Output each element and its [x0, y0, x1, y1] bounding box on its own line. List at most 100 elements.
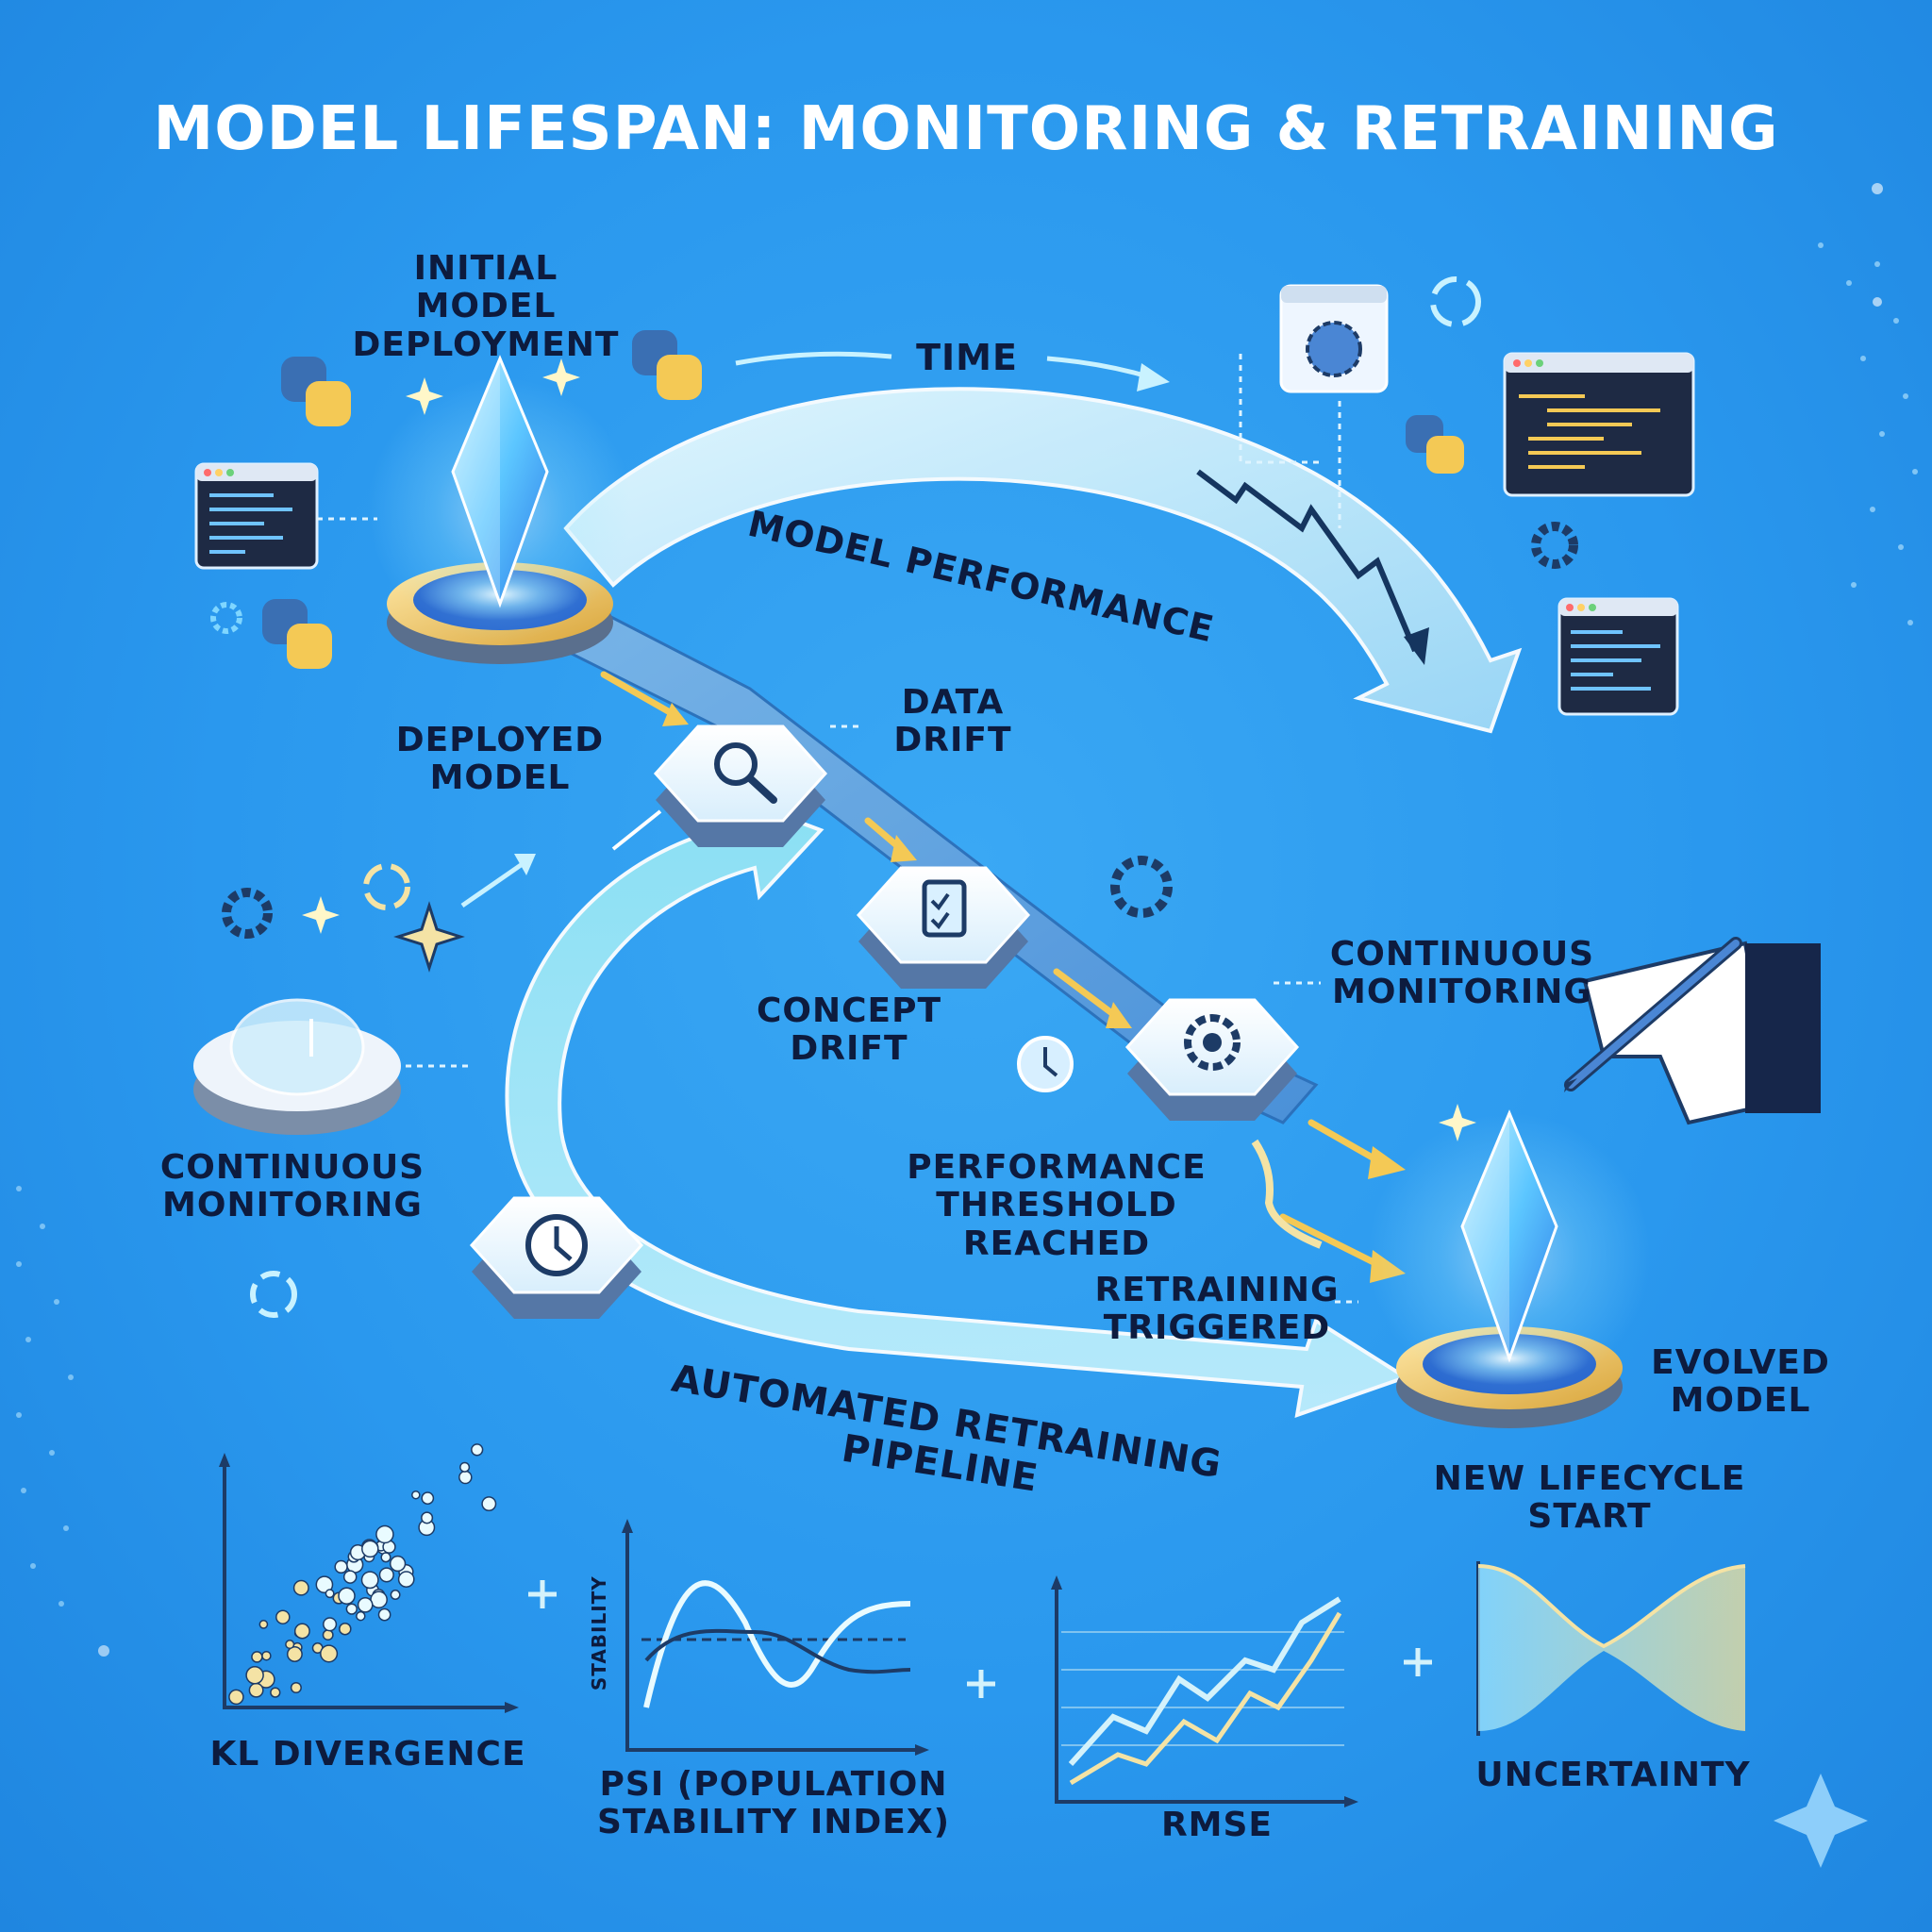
scatter-point — [323, 1617, 338, 1632]
hex-continuous-monitoring — [1124, 998, 1300, 1121]
hex-data-drift — [653, 724, 828, 847]
gear-icon — [1531, 522, 1578, 569]
retraining-loop-arrow — [505, 799, 1410, 1418]
scatter-point — [245, 1666, 264, 1685]
code-window-icon — [1557, 597, 1679, 716]
refresh-icon — [250, 1271, 297, 1318]
label-concept-drift: CONCEPT DRIFT — [756, 991, 942, 1069]
decorative-dots-right — [1818, 183, 1918, 625]
label-new-lifecycle: NEW LIFECYCLE START — [1433, 1459, 1746, 1537]
scatter-point — [290, 1681, 302, 1694]
python-icon — [632, 330, 702, 400]
kl-divergence-chart — [219, 1443, 519, 1713]
scatter-point — [377, 1607, 391, 1622]
scatter-point — [325, 1589, 335, 1599]
scatter-point — [421, 1491, 435, 1505]
gold-arrows — [600, 671, 1381, 1268]
gear-window-icon — [1279, 284, 1389, 393]
label-continuous-monitoring-left: CONTINUOUS MONITORING — [159, 1148, 425, 1225]
scatter-point — [421, 1511, 434, 1524]
model-performance-arrow — [563, 387, 1523, 734]
scatter-point — [357, 1596, 374, 1613]
scatter-point — [458, 1470, 473, 1485]
scatter-point — [292, 1579, 309, 1596]
label-retraining-triggered: RETRAINING TRIGGERED — [1094, 1271, 1340, 1348]
gear-icon — [222, 888, 273, 939]
scatter-point — [258, 1620, 269, 1629]
scatter-point — [370, 1591, 388, 1609]
scatter-point — [378, 1567, 394, 1583]
code-window-icon — [1503, 352, 1695, 497]
label-performance-threshold: PERFORMANCE THRESHOLD REACHED — [907, 1148, 1207, 1263]
scatter-point — [360, 1571, 379, 1590]
psi-chart — [622, 1519, 929, 1756]
scatter-point — [375, 1524, 394, 1544]
time-arrow-head — [1137, 363, 1170, 391]
label-time: TIME — [916, 337, 1018, 378]
python-icon — [1406, 415, 1464, 474]
scatter-point — [380, 1552, 391, 1563]
scatter-point — [251, 1651, 263, 1663]
gear-icon — [1110, 856, 1173, 918]
scatter-point — [339, 1622, 352, 1636]
python-icon — [262, 599, 332, 669]
refresh-icon — [1430, 276, 1481, 327]
rmse-chart — [1051, 1575, 1358, 1807]
scatter-point — [390, 1590, 401, 1600]
scatter-point — [334, 1559, 348, 1574]
page-title: MODEL LIFESPAN: MONITORING & RETRAINING — [153, 94, 1779, 164]
scatter-point — [342, 1570, 358, 1584]
deployed-model-platform — [368, 355, 632, 664]
label-initial-deployment: INITIAL MODEL DEPLOYMENT — [352, 249, 620, 364]
scatter-point — [275, 1609, 291, 1624]
scatter-point — [338, 1587, 356, 1605]
time-arrow-line — [735, 351, 892, 366]
hand-pen-icon — [1564, 937, 1821, 1125]
scatter-point — [356, 1610, 366, 1622]
scatter-point — [315, 1575, 334, 1594]
metric-psi: PSI (POPULATION STABILITY INDEX) — [596, 1765, 951, 1842]
scatter-point — [270, 1687, 281, 1698]
scatter-point — [228, 1689, 244, 1706]
monitoring-platform-left — [193, 998, 401, 1135]
scatter-point — [322, 1629, 334, 1641]
scatter-point — [471, 1443, 484, 1457]
crystal-evolved-icon — [1460, 1109, 1558, 1363]
uncertainty-chart — [1476, 1561, 1746, 1736]
scatter-point — [411, 1490, 421, 1500]
scatter-point — [397, 1571, 415, 1588]
sparkle-icon — [302, 358, 1868, 1868]
scatter-point — [293, 1623, 310, 1640]
plus-icons — [528, 1580, 1432, 1698]
scatter-point — [345, 1603, 358, 1615]
crystal-icon — [451, 355, 549, 608]
scatter-point — [361, 1540, 379, 1558]
performance-decline-line — [1196, 469, 1418, 653]
gear-icon — [210, 602, 242, 634]
scatter-point — [320, 1644, 339, 1663]
label-evolved-model: EVOLVED MODEL — [1651, 1343, 1830, 1421]
scatter-point — [459, 1461, 471, 1473]
scatter-point — [248, 1682, 264, 1698]
scatter-point — [261, 1650, 272, 1661]
code-window-icon — [194, 462, 319, 570]
scatter-point — [481, 1496, 497, 1512]
label-data-drift: DATA DRIFT — [893, 683, 1012, 760]
label-deployed-model: DEPLOYED MODEL — [395, 721, 605, 798]
hex-concept-drift — [856, 866, 1031, 989]
scatter-point — [285, 1640, 295, 1650]
scatter-point — [389, 1555, 407, 1573]
hex-clock — [469, 1196, 644, 1319]
metric-kl-divergence: KL DIVERGENCE — [209, 1735, 526, 1774]
decorative-dots-left — [16, 1186, 109, 1657]
refresh-icon — [363, 863, 410, 910]
metric-uncertainty: UNCERTAINTY — [1475, 1756, 1751, 1794]
metric-rmse: RMSE — [1160, 1806, 1274, 1844]
label-continuous-monitoring-right: CONTINUOUS MONITORING — [1329, 935, 1595, 1012]
metric-psi-axis-label: STABILITY — [587, 1575, 610, 1691]
evolved-model-platform — [1368, 1109, 1651, 1428]
scatter-point — [286, 1646, 303, 1662]
python-icon — [281, 357, 351, 426]
